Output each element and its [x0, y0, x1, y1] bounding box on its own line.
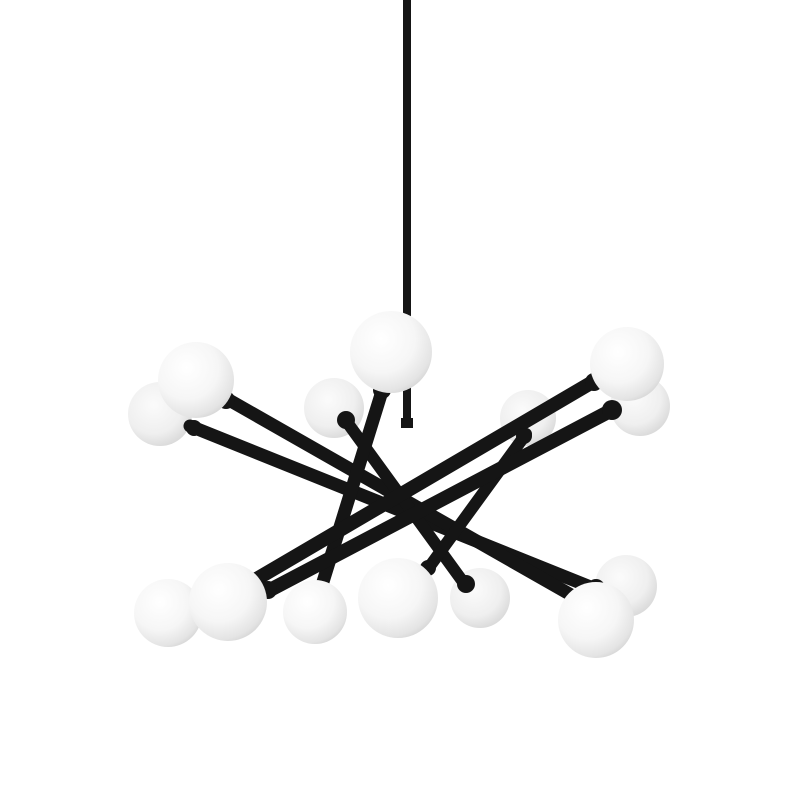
arm-upper-right-to-lower-left [241, 373, 603, 591]
arm-right-to-lower-left [263, 403, 619, 597]
socket [602, 400, 622, 420]
downrod-coupling [401, 418, 413, 428]
arms [183, 373, 619, 607]
globe-lower-center [358, 558, 438, 638]
socket [337, 411, 355, 429]
globe-lower-far-left [134, 579, 202, 647]
socket [186, 420, 202, 436]
globe-upper-right [590, 327, 664, 401]
globe-lower-center-left [283, 580, 347, 644]
globe-lower-right [558, 582, 634, 658]
globe-lower-left [189, 563, 267, 641]
arm-back-left-to-lower-right [183, 419, 605, 597]
socket [457, 575, 475, 593]
socket [516, 428, 532, 444]
front-globes [134, 311, 664, 658]
globe-upper-left [158, 342, 234, 418]
downrod [403, 0, 411, 420]
globe-top-center [350, 311, 432, 393]
